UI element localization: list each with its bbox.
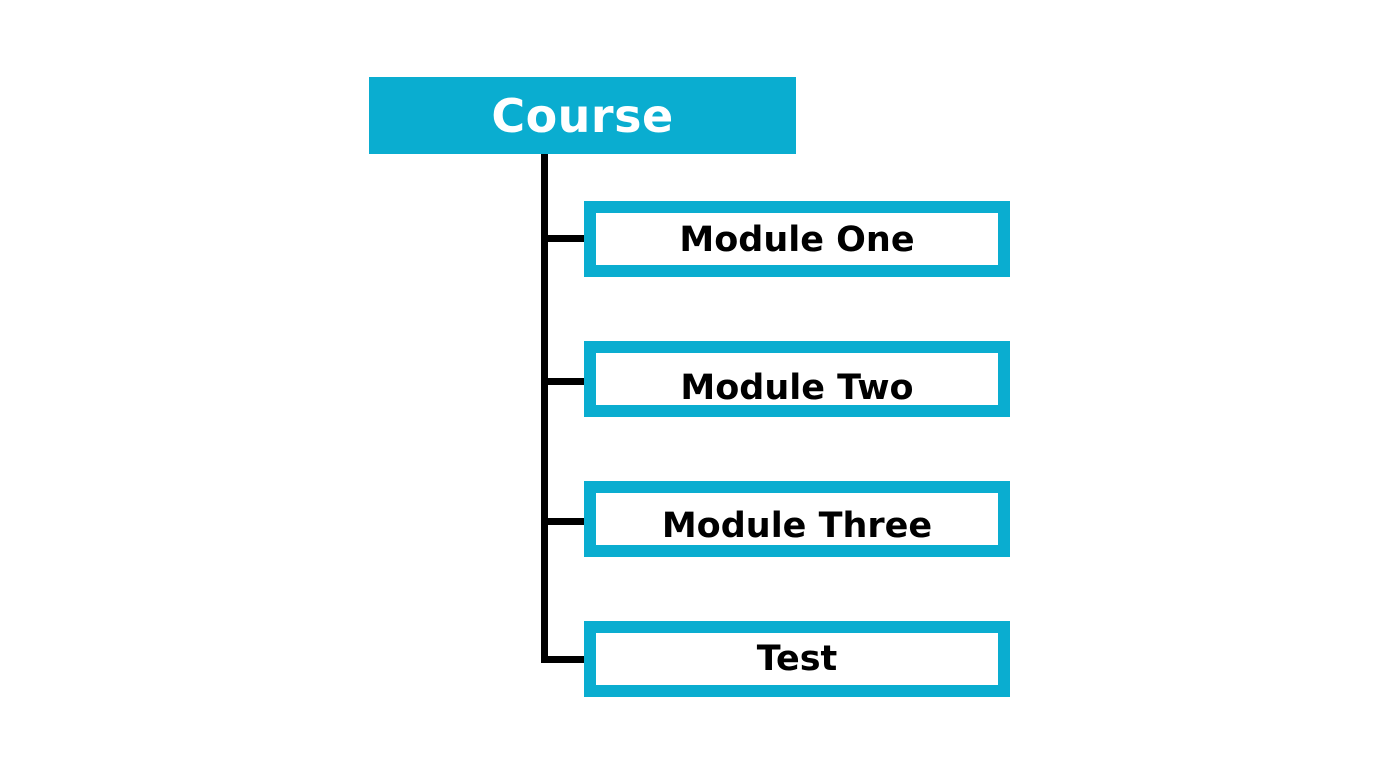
root-node-label: Course (491, 88, 674, 143)
child-node-module-three: Module Three (584, 481, 1010, 557)
child-node-test: Test (584, 621, 1010, 697)
branch-connector-module-two (541, 378, 585, 385)
child-node-module-one: Module One (584, 201, 1010, 277)
child-node-label: Module One (679, 219, 915, 260)
child-node-label: Test (756, 638, 838, 679)
tree-trunk-connector (541, 154, 548, 663)
child-node-label: Module Three (661, 505, 933, 546)
root-node-course: Course (369, 77, 796, 154)
branch-connector-module-one (541, 235, 585, 242)
child-node-module-two: Module Two (584, 341, 1010, 417)
branch-connector-module-three (541, 518, 585, 525)
branch-connector-test (541, 656, 585, 663)
child-node-label: Module Two (680, 367, 914, 408)
